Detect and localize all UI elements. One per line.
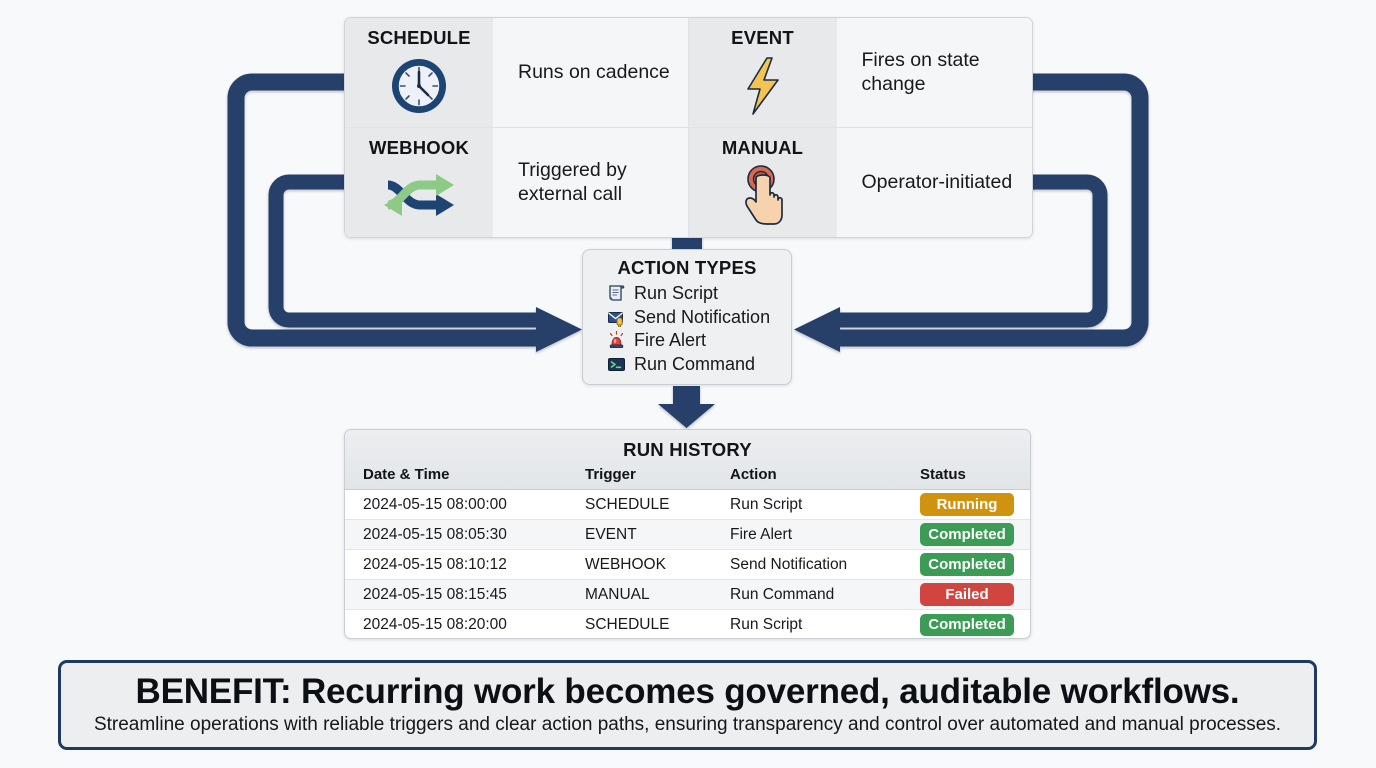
action-types-list: Run Script Send Notification [583,282,791,376]
shuffle-arrows-icon [380,163,458,227]
column-header-datetime: Date & Time [363,465,450,483]
action-item-run-command[interactable]: Run Command [605,353,791,377]
action-types-panel: ACTION TYPES Run Script [582,249,792,385]
table-row[interactable]: 2024-05-15 08:00:00 SCHEDULE Run Script … [345,490,1030,520]
cell-action: Run Script [730,495,803,513]
trigger-title: WEBHOOK [368,136,470,158]
connector-actions-to-history [658,386,715,428]
action-types-title: ACTION TYPES [617,257,757,278]
action-item-label: Fire Alert [634,330,707,351]
cell-datetime: 2024-05-15 08:15:45 [363,585,507,603]
hand-tap-icon [734,163,792,227]
trigger-title: MANUAL [721,136,804,158]
benefit-headline: BENEFIT: Recurring work becomes governed… [135,671,1240,711]
trigger-cell-webhook[interactable]: WEBHOOK Triggered by external call [345,127,689,237]
action-item-fire-alert[interactable]: Fire Alert [605,329,791,353]
benefit-subtext: Streamline operations with reliable trig… [93,714,1282,736]
table-row[interactable]: 2024-05-15 08:20:00 SCHEDULE Run Script … [345,610,1030,638]
cell-datetime: 2024-05-15 08:20:00 [363,616,507,633]
status-badge: Completed [920,523,1014,546]
clock-icon [388,54,450,118]
trigger-description: Triggered by external call [493,127,688,237]
run-history-column-headers: Date & Time Trigger Action Status [345,461,1030,487]
trigger-description: Fires on state change [836,18,1032,127]
cell-trigger: WEBHOOK [585,555,666,573]
run-history-header: RUN HISTORY Date & Time Trigger Action S… [345,430,1030,490]
trigger-label-event: EVENT [688,18,837,127]
script-scroll-icon [605,284,627,303]
connector-right-arrowhead [794,307,840,352]
cell-datetime: 2024-05-15 08:10:12 [363,555,507,573]
table-row[interactable]: 2024-05-15 08:15:45 MANUAL Run Command F… [345,580,1030,610]
cell-action: Send Notification [730,555,848,573]
cell-datetime: 2024-05-15 08:05:30 [363,525,507,543]
cell-action: Run Script [730,616,803,633]
benefit-banner: BENEFIT: Recurring work becomes governed… [58,660,1317,750]
column-header-action: Action [730,465,777,483]
lightning-bolt-icon [738,54,788,118]
siren-icon [605,331,627,350]
cell-trigger: SCHEDULE [585,495,670,513]
trigger-label-schedule: SCHEDULE [345,18,493,127]
cell-trigger: EVENT [585,525,637,543]
run-history-title: RUN HISTORY [623,439,752,460]
run-history-panel: RUN HISTORY Date & Time Trigger Action S… [344,429,1031,639]
trigger-cell-schedule[interactable]: SCHEDULE [345,18,689,128]
column-header-trigger: Trigger [585,465,636,483]
status-badge: Failed [920,583,1014,606]
column-header-status: Status [920,465,966,483]
table-row[interactable]: 2024-05-15 08:10:12 WEBHOOK Send Notific… [345,550,1030,580]
cell-trigger: SCHEDULE [585,616,670,633]
status-badge: Completed [920,613,1014,637]
action-item-label: Run Script [634,283,719,304]
run-history-rows: 2024-05-15 08:00:00 SCHEDULE Run Script … [345,490,1030,638]
status-badge: Running [920,493,1014,516]
trigger-cell-manual[interactable]: MANUAL Operator-initiated [688,127,1032,237]
trigger-title: SCHEDULE [367,27,471,48]
action-item-send-notification[interactable]: Send Notification [605,306,791,330]
trigger-description: Operator-initiated [836,127,1032,237]
terminal-prompt-icon [605,355,627,374]
trigger-cell-event[interactable]: EVENT Fires on state change [688,18,1032,128]
cell-datetime: 2024-05-15 08:00:00 [363,495,507,513]
trigger-title: EVENT [731,27,794,48]
cell-trigger: MANUAL [585,585,650,603]
trigger-description: Runs on cadence [493,18,688,127]
trigger-label-manual: MANUAL [688,127,837,237]
trigger-types-grid: SCHEDULE [344,17,1033,238]
cell-action: Run Command [730,585,835,603]
cell-action: Fire Alert [730,525,793,543]
envelope-bell-icon [605,308,627,327]
action-item-run-script[interactable]: Run Script [605,282,791,306]
status-badge: Completed [920,553,1014,576]
action-item-label: Send Notification [634,306,771,327]
table-row[interactable]: 2024-05-15 08:05:30 EVENT Fire Alert Com… [345,520,1030,550]
action-item-label: Run Command [634,353,756,374]
connector-left-arrowhead [536,307,582,352]
trigger-label-webhook: WEBHOOK [345,127,493,237]
